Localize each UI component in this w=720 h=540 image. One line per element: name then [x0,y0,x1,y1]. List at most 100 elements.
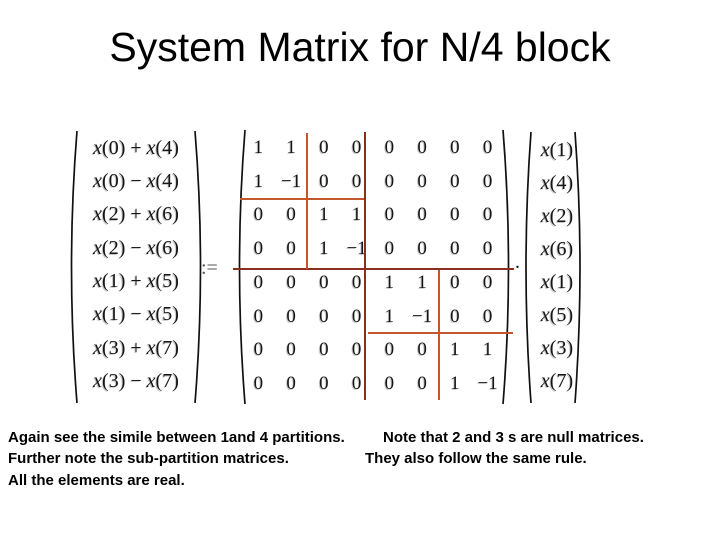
partition-line-bottomright-horizontal [368,332,513,334]
matrix-cell: 0 [450,305,460,327]
matrix-cell: 0 [482,271,493,293]
input-vector-entry: x(6) [540,238,574,260]
matrix-cell: 0 [253,271,264,293]
matrix-cell: 0 [319,271,329,293]
matrix-cell: 0 [319,373,329,395]
matrix-cell: 0 [319,339,329,361]
matrix-cell: 1 [384,305,395,327]
output-vector-close-paren [194,130,202,404]
matrix-cell: 0 [351,136,362,158]
matrix-cell: 0 [351,305,362,327]
matrix-cell: 0 [417,339,427,361]
matrix-cell: 0 [351,271,362,293]
note-line1-left: Again see the simile between 1and 4 part… [8,429,345,446]
matrix-cell: 0 [319,136,329,158]
matrix-cell: 1 [319,238,329,260]
matrix-cell: 1 [482,339,493,361]
matrix-cell: 0 [417,238,427,260]
assign-symbol: := [201,257,218,279]
matrix-cell: 0 [286,373,296,395]
matrix-cell: 0 [253,238,264,260]
note-line2-left: Further note the sub-partition matrices. [8,450,289,467]
matrix-cell: 0 [253,373,264,395]
output-vector-entry: x(0) + x(4) [93,137,179,159]
matrix-cell: 1 [253,170,264,192]
output-vector-entry: x(3) − x(7) [93,370,179,392]
matrix-cell: 0 [450,136,460,158]
partition-line-bottomright-vertical [438,270,440,400]
input-vector-entry: x(5) [540,304,574,326]
matrix-cell: 0 [351,339,362,361]
partition-line-topleft-horizontal [240,198,364,200]
output-vector-entry: x(1) − x(5) [93,303,179,325]
matrix-cell: 0 [450,238,460,260]
matrix-cell: 0 [450,271,460,293]
matrix-cell: −1 [346,238,367,260]
matrix-cell: 1 [384,271,395,293]
matrix-cell: 0 [417,373,427,395]
matrix-cell: −1 [281,170,302,192]
output-vector-entry: x(3) + x(7) [93,337,179,359]
input-vector-open-paren [525,131,532,404]
matrix-cell: 0 [286,238,296,260]
matrix-cell: 1 [351,204,362,226]
input-vector-entry: x(2) [540,205,574,227]
matrix-cell: 0 [417,204,427,226]
matrix-cell: 0 [253,339,264,361]
matrix-cell: 0 [482,305,493,327]
matrix-cell: −1 [412,305,433,327]
matrix-cell: 0 [482,170,493,192]
matrix-cell: 1 [450,339,460,361]
matrix-cell: 0 [319,305,329,327]
matrix-cell: 0 [286,339,296,361]
matrix-cell: 0 [351,373,362,395]
input-vector-entry: x(3) [540,337,574,359]
matrix-cell: 0 [351,170,362,192]
matrix-cell: 0 [286,271,296,293]
matrix-cell: 1 [417,271,427,293]
matrix-cell: 0 [319,170,329,192]
matrix-cell: 0 [384,136,395,158]
note-line3: All the elements are real. [8,472,185,489]
note-line1-right: Note that 2 and 3 s are null matrices. [383,429,644,446]
matrix-cell: 0 [482,136,493,158]
input-vector-entry: x(7) [540,370,574,392]
slide-title: System Matrix for N/4 block [109,24,611,70]
matrix-cell: 0 [482,238,493,260]
partition-line-main-vertical [364,132,366,400]
matrix-cell: 0 [253,204,264,226]
matrix-cell: 0 [450,170,460,192]
matrix-cell: 1 [450,373,460,395]
note-line2-right: They also follow the same rule. [365,450,587,467]
matrix-cell: 1 [286,136,296,158]
matrix-cell: 0 [384,204,395,226]
input-vector-close-paren [574,131,581,404]
matrix-cell: 0 [417,170,427,192]
matrix-cell: 1 [319,204,329,226]
matrix-cell: 0 [286,204,296,226]
matrix-cell: −1 [477,373,498,395]
input-vector-entry: x(4) [540,172,574,194]
partition-line-topleft-vertical [306,133,308,269]
matrix-cell: 1 [253,136,264,158]
matrix-cell: 0 [384,170,395,192]
matrix-cell: 0 [384,373,395,395]
output-vector-entry: x(0) − x(4) [93,170,179,192]
sentence-period: . [515,251,520,273]
input-vector-entry: x(1) [540,271,574,293]
matrix-cell: 0 [384,238,395,260]
matrix-close-paren [502,129,510,405]
matrix-open-paren [238,129,246,405]
output-vector-open-paren [70,130,78,404]
partition-line-main-horizontal [233,268,514,270]
output-vector-entry: x(2) + x(6) [93,203,179,225]
matrix-cell: 0 [417,136,427,158]
matrix-cell: 0 [384,339,395,361]
output-vector-entry: x(2) − x(6) [93,237,179,259]
matrix-cell: 0 [450,204,460,226]
matrix-cell: 0 [482,204,493,226]
matrix-cell: 0 [253,305,264,327]
output-vector-entry: x(1) + x(5) [93,270,179,292]
